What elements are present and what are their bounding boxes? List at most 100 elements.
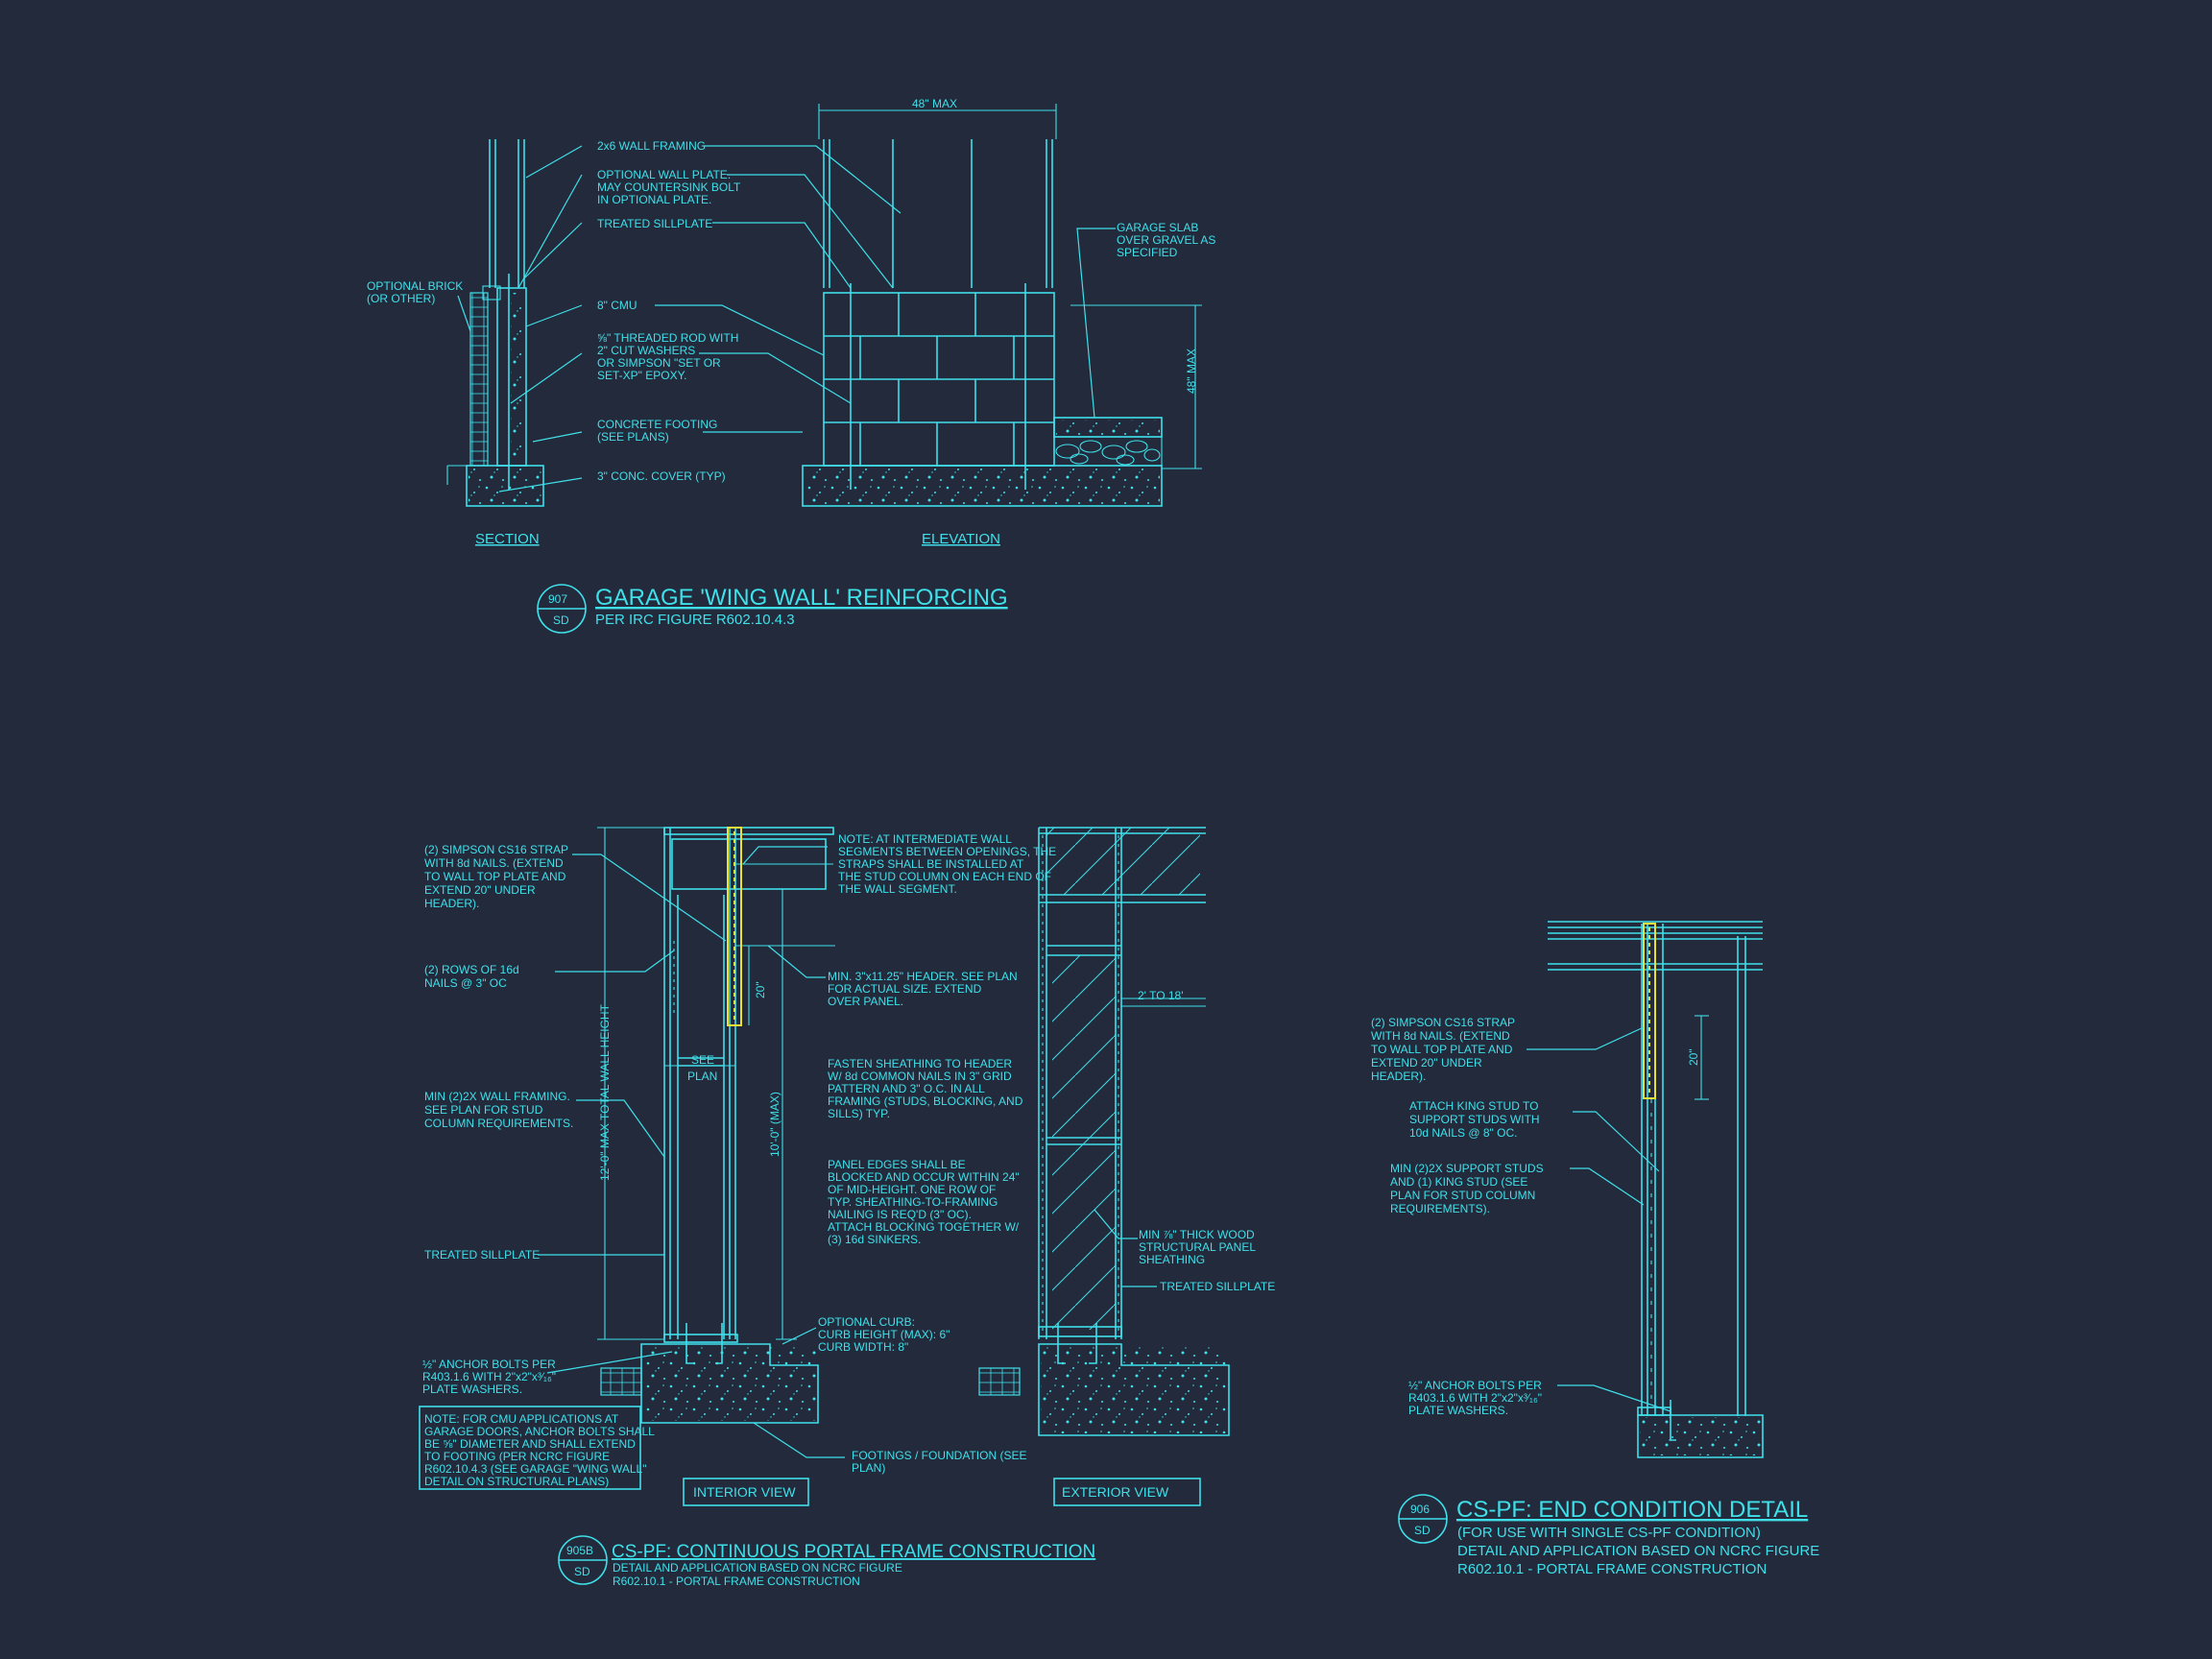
- note-sheathing-2: STRUCTURAL PANEL: [1139, 1240, 1256, 1254]
- note-wall-plate-1: OPTIONAL WALL PLATE.: [597, 168, 731, 181]
- note-footing-1: CONCRETE FOOTING: [597, 418, 717, 431]
- subtitle-905b-2: R602.10.1 - PORTAL FRAME CONSTRUCTION: [613, 1575, 860, 1588]
- note-906-support-4: REQUIREMENTS).: [1390, 1202, 1490, 1215]
- note-cmu-5: R602.10.4.3 (SEE GARAGE "WING WALL": [424, 1462, 647, 1476]
- see-plan-2: PLAN: [687, 1070, 717, 1083]
- note-panel-2: BLOCKED AND OCCUR WITHIN 24": [828, 1170, 1020, 1184]
- note-fasten-3: PATTERN AND 3" O.C. IN ALL: [828, 1082, 985, 1095]
- exterior-view-box: [1053, 1478, 1201, 1506]
- note-framing-1: MIN (2)2X WALL FRAMING.: [424, 1090, 570, 1103]
- note-906-anchor-3: PLATE WASHERS.: [1408, 1404, 1508, 1417]
- note-slab-1: GARAGE SLAB: [1117, 221, 1198, 234]
- note-wall-plate-2: MAY COUNTERSINK BOLT: [597, 180, 741, 194]
- note-intermediate-4: THE STUD COLUMN ON EACH END OF: [838, 870, 1051, 883]
- interior-view-label: INTERIOR VIEW: [693, 1484, 796, 1500]
- title-905b: CS-PF: CONTINUOUS PORTAL FRAME CONSTRUCT…: [612, 1542, 1095, 1562]
- note-anchor-1: ½" ANCHOR BOLTS PER: [422, 1358, 556, 1371]
- note-intermediate-3: STRAPS SHALL BE INSTALLED AT: [838, 857, 1024, 871]
- note-nails-1: (2) ROWS OF 16d: [424, 963, 519, 976]
- note-sillplate-905b: TREATED SILLPLATE: [424, 1248, 540, 1262]
- note-906-support-2: AND (1) KING STUD (SEE: [1390, 1175, 1527, 1189]
- dim-2-to-18: 2' TO 18': [1138, 989, 1184, 1002]
- note-906-strap-1: (2) SIMPSON CS16 STRAP: [1371, 1016, 1515, 1029]
- note-906-strap-4: EXTEND 20" UNDER: [1371, 1056, 1482, 1070]
- subtitle-906-1: (FOR USE WITH SINGLE CS-PF CONDITION): [1457, 1525, 1761, 1541]
- dim-10-max: 10'-0" (MAX): [768, 1092, 781, 1157]
- note-intermediate-5: THE WALL SEGMENT.: [838, 882, 957, 896]
- note-header-3: OVER PANEL.: [828, 995, 903, 1008]
- note-footings-2: PLAN): [852, 1461, 885, 1475]
- note-slab-3: SPECIFIED: [1117, 246, 1178, 259]
- bubble-906-number: 906: [1410, 1503, 1430, 1516]
- note-footings-1: FOOTINGS / FOUNDATION (SEE: [852, 1449, 1026, 1462]
- note-sheathing-3: SHEATHING: [1139, 1253, 1205, 1266]
- note-fasten-2: W/ 8d COMMON NAILS IN 3" GRID: [828, 1070, 1012, 1083]
- interior-view-box: [683, 1478, 809, 1506]
- note-framing-2: SEE PLAN FOR STUD: [424, 1103, 543, 1117]
- bubble-905b-number: 905B: [566, 1544, 593, 1557]
- elevation-label: ELEVATION: [922, 531, 1000, 547]
- portal-frame-interior-view: [538, 827, 845, 1458]
- note-strap-3: TO WALL TOP PLATE AND: [424, 870, 566, 883]
- note-panel-7: (3) 16d SINKERS.: [828, 1233, 921, 1246]
- bubble-907-sheet: SD: [553, 613, 569, 627]
- dim-total-height: 12'-0" MAX TOTAL WALL HEIGHT: [598, 1003, 612, 1181]
- note-strap-1: (2) SIMPSON CS16 STRAP: [424, 843, 568, 856]
- dim-906-20: 20": [1687, 1048, 1700, 1066]
- note-intermediate-1: NOTE: AT INTERMEDIATE WALL: [838, 832, 1012, 846]
- note-sillplate-ext: TREATED SILLPLATE: [1160, 1280, 1275, 1293]
- subtitle-906-3: R602.10.1 - PORTAL FRAME CONSTRUCTION: [1457, 1561, 1767, 1577]
- subtitle-907: PER IRC FIGURE R602.10.4.3: [595, 612, 795, 628]
- dim-48-top: 48" MAX: [912, 97, 957, 110]
- note-curb-2: CURB HEIGHT (MAX): 6": [818, 1328, 950, 1341]
- note-header-2: FOR ACTUAL SIZE. EXTEND: [828, 982, 982, 996]
- note-strap-4: EXTEND 20" UNDER: [424, 883, 536, 897]
- note-906-strap-2: WITH 8d NAILS. (EXTEND: [1371, 1029, 1510, 1043]
- note-cover: 3" CONC. COVER (TYP): [597, 469, 726, 483]
- note-panel-6: ATTACH BLOCKING TOGETHER W/: [828, 1220, 1020, 1234]
- note-fasten-5: SILLS) TYP.: [828, 1107, 890, 1120]
- note-906-king-2: SUPPORT STUDS WITH: [1409, 1113, 1540, 1126]
- note-906-support-3: PLAN FOR STUD COLUMN: [1390, 1189, 1535, 1202]
- note-panel-4: TYP. SHEATHING-TO-FRAMING: [828, 1195, 998, 1209]
- bubble-906-sheet: SD: [1414, 1524, 1431, 1537]
- note-906-king-1: ATTACH KING STUD TO: [1409, 1099, 1538, 1113]
- cmu-note-box: [419, 1406, 641, 1490]
- note-curb-3: CURB WIDTH: 8": [818, 1340, 908, 1354]
- note-brick-1: OPTIONAL BRICK: [367, 279, 463, 293]
- note-footing-2: (SEE PLANS): [597, 430, 669, 444]
- note-fasten-1: FASTEN SHEATHING TO HEADER: [828, 1057, 1012, 1070]
- note-cmu-6: DETAIL ON STRUCTURAL PLANS): [424, 1475, 609, 1488]
- note-wall-plate-3: IN OPTIONAL PLATE.: [597, 193, 711, 206]
- note-rod-4: SET-XP" EPOXY.: [597, 369, 686, 382]
- note-rod-1: ⅝" THREADED ROD WITH: [597, 331, 738, 345]
- note-fasten-4: FRAMING (STUDS, BLOCKING, AND: [828, 1094, 1023, 1108]
- portal-frame-exterior-view: [978, 827, 1230, 1436]
- subtitle-905b-1: DETAIL AND APPLICATION BASED ON NCRC FIG…: [613, 1561, 902, 1575]
- note-strap-2: WITH 8d NAILS. (EXTEND: [424, 856, 564, 870]
- note-header-1: MIN. 3"x11.25" HEADER. SEE PLAN: [828, 970, 1018, 983]
- see-plan-1: SEE: [691, 1053, 714, 1067]
- note-panel-5: NAILING IS REQ'D (3" OC).: [828, 1208, 972, 1221]
- note-cmu: 8" CMU: [597, 299, 637, 312]
- title-906: CS-PF: END CONDITION DETAIL: [1456, 1497, 1808, 1523]
- note-framing-3: COLUMN REQUIREMENTS.: [424, 1117, 573, 1130]
- note-906-support-1: MIN (2)2X SUPPORT STUDS: [1390, 1162, 1544, 1175]
- note-wall-framing: 2x6 WALL FRAMING: [597, 139, 706, 153]
- bubble-905b-sheet: SD: [574, 1565, 590, 1578]
- note-curb-1: OPTIONAL CURB:: [818, 1315, 915, 1329]
- dim-48-side: 48" MAX: [1185, 349, 1198, 394]
- note-cmu-2: GARAGE DOORS, ANCHOR BOLTS SHALL: [424, 1425, 655, 1438]
- note-rod-2: 2" CUT WASHERS: [597, 344, 695, 357]
- note-906-king-3: 10d NAILS @ 8" OC.: [1409, 1126, 1518, 1140]
- note-sheathing-1: MIN ⅞" THICK WOOD: [1139, 1228, 1255, 1241]
- note-anchor-2: R403.1.6 WITH 2"x2"x³⁄₁₆": [422, 1370, 556, 1383]
- note-sillplate: TREATED SILLPLATE: [597, 217, 712, 230]
- wing-wall-section: [446, 139, 544, 507]
- note-906-strap-5: HEADER).: [1371, 1070, 1426, 1083]
- note-cmu-3: BE ⅝" DIAMETER AND SHALL EXTEND: [424, 1437, 636, 1451]
- detail-bubble-906: [1398, 1494, 1448, 1544]
- note-cmu-4: TO FOOTING (PER NCRC FIGURE: [424, 1450, 610, 1463]
- title-907: GARAGE 'WING WALL' REINFORCING: [595, 585, 1008, 611]
